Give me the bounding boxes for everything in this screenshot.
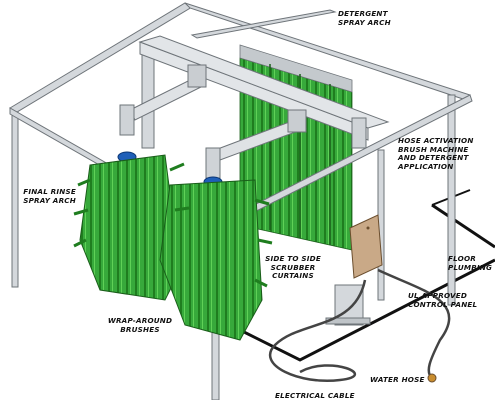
- control-panel: [325, 214, 383, 326]
- label-wrap-around-brushes: WRAP-AROUND BRUSHES: [107, 316, 173, 334]
- label-water-hose: WATER HOSE: [370, 375, 425, 384]
- label-floor-plumbing: FLOOR PLUMBING: [448, 254, 493, 272]
- label-control-panel: UL APPROVED CONTROL PANEL: [408, 291, 478, 309]
- label-detergent-spray-arch: DETERGENT SPRAY ARCH: [338, 9, 391, 27]
- label-final-rinse-spray-arch: FINAL RINSE SPRAY ARCH: [23, 187, 76, 205]
- label-electrical-cable: ELECTRICAL CABLE: [275, 391, 355, 400]
- detergent-spray-arch: [9, 2, 471, 306]
- label-scrubber-curtains: SIDE TO SIDE SCRUBBER CURTAINS: [265, 254, 321, 281]
- label-hose-activation: HOSE ACTIVATION BRUSH MACHINE AND DETERG…: [398, 136, 474, 171]
- hoses-and-cable: [268, 268, 451, 383]
- wrap-around-brushes: [73, 154, 273, 341]
